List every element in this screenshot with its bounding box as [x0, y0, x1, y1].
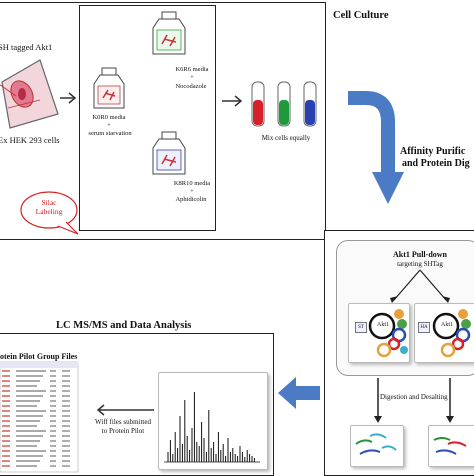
- st-tag: ST: [355, 322, 367, 333]
- k0r0-media-label: K0R0 media: [92, 114, 126, 121]
- ha-tag: HA: [418, 322, 430, 333]
- sh-tagged-label: SH tagged Akt1: [0, 42, 53, 52]
- hek-cells-label: Ex HEK 293 cells: [0, 135, 60, 145]
- k6r6-treatment-label: Nocodazole: [175, 83, 207, 90]
- peptides-card-right: [428, 425, 474, 467]
- cell-culture-title: Cell Culture: [333, 10, 389, 21]
- mix-cells-label: Mix cells equally: [261, 134, 311, 142]
- ha-protein-complex: [432, 309, 471, 358]
- ha-akt1-label: Akt1: [441, 322, 453, 328]
- affinity-title-line1: Affinity Purific: [400, 146, 466, 157]
- silac-labeling-label: Silac Labeling: [35, 198, 63, 216]
- k6r6-plus: +: [190, 74, 194, 81]
- silac-bubble-shape: [20, 191, 79, 235]
- k6r6-bottle-icon: [152, 11, 186, 55]
- k0r0-treatment-label: serum starvation: [88, 130, 132, 137]
- digestion-arrows: [374, 378, 454, 423]
- lcms-title: LC MS/MS and Data Analysis: [56, 320, 192, 331]
- k0r0-bottle-icon: [93, 67, 125, 109]
- k6r6-media-label: K6R6 media: [175, 66, 209, 73]
- affinity-title-line2: and Protein Dig: [402, 158, 470, 169]
- protein-pilot-label: otein Pilot Group Files: [0, 352, 78, 361]
- digestion-label: Digestion and Desalting: [380, 393, 448, 401]
- protein-pilot-table: [0, 361, 79, 473]
- pulldown-split-arrows: [390, 269, 450, 303]
- curved-arrow-to-affinity: [348, 91, 404, 204]
- pulldown-title-line2: targeting SHTag: [397, 260, 443, 268]
- peptides-right: [433, 437, 467, 455]
- media-box: [79, 5, 216, 231]
- k8r10-bottle-icon: [152, 131, 186, 175]
- cell-dish-illustration: [0, 59, 59, 129]
- k0r0-plus: +: [107, 122, 111, 129]
- peptides-left: [355, 433, 397, 455]
- k8r10-treatment-label: Aphidicolin: [175, 196, 207, 203]
- arrow-spectrum-to-table: [96, 404, 154, 416]
- wiff-files-label: Wiff files submitted to Protein Pilot: [95, 418, 151, 435]
- st-akt1-label: Akt1: [377, 322, 389, 328]
- k8r10-media-label: K8R10 media: [173, 180, 211, 187]
- st-protein-complex: [368, 309, 408, 358]
- arrow-media-to-tubes: [222, 95, 243, 107]
- mass-spectrum: [164, 392, 260, 463]
- tubes-illustration: [251, 81, 317, 127]
- spectrum-card: [158, 372, 268, 470]
- k8r10-plus: +: [190, 188, 194, 195]
- arrow-dish-to-media: [60, 92, 77, 104]
- pulldown-title-line1: Akt1 Pull-down: [392, 250, 447, 259]
- peptides-card-left: [350, 425, 404, 467]
- arrow-to-lcms: [278, 377, 320, 409]
